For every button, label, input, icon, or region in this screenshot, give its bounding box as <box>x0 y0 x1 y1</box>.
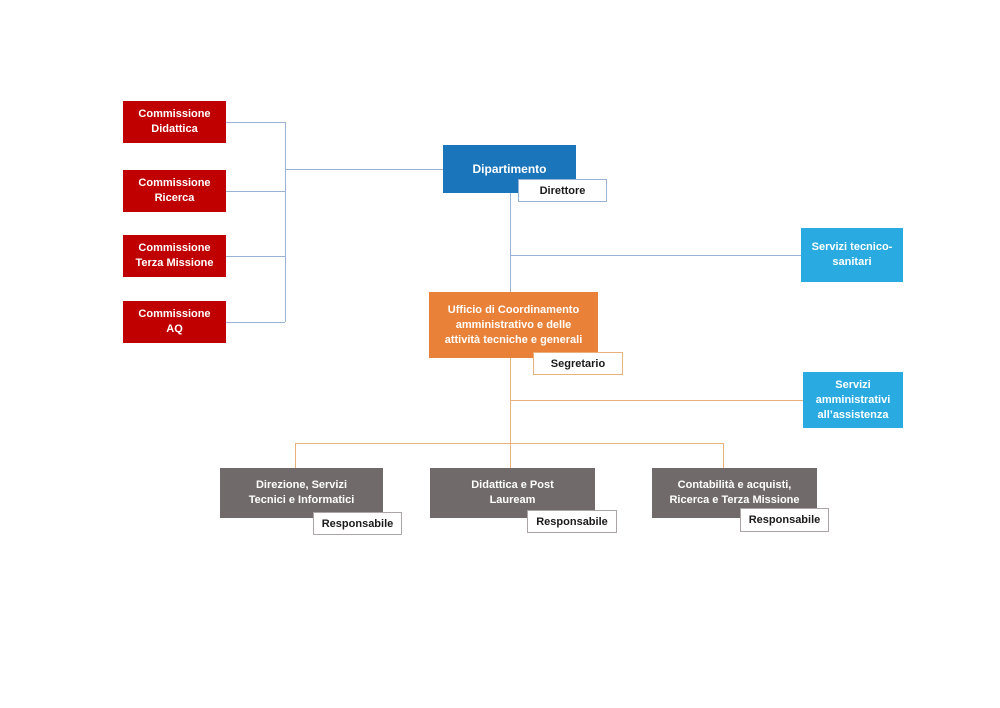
connector-unit-2-drop <box>510 443 511 468</box>
ufficio-coordinamento-box: Ufficio di Coordinamento amministrativo … <box>429 292 598 358</box>
connector-commission-3-stub <box>226 256 285 257</box>
node-label-line: Terza Missione <box>135 257 214 269</box>
node-label-line: Commissione <box>138 108 211 120</box>
connector-to-servizi-amministrativi <box>510 400 803 401</box>
segretario-label: Segretario <box>533 352 623 375</box>
role-label-text: Responsabile <box>748 514 821 526</box>
connector-commission-1-stub <box>226 122 285 123</box>
connector-commissions-spine <box>285 122 286 322</box>
responsabile-label-2: Responsabile <box>527 510 617 533</box>
role-label-text: Responsabile <box>536 515 608 528</box>
connector-commission-4-stub <box>226 322 285 323</box>
role-label-text: Segretario <box>550 357 606 370</box>
node-label-line: Contabilità e acquisti, <box>677 479 792 491</box>
node-label-line: Dipartimento <box>472 161 547 176</box>
node-label-line: sanitari <box>832 256 872 268</box>
node-label-line: Lauream <box>489 494 536 506</box>
node-label-line: amministrativi <box>815 393 891 406</box>
commission-ricerca-box: Commissione Ricerca <box>123 170 226 212</box>
connector-to-servizi-tecnico <box>510 255 801 256</box>
connector-commission-2-stub <box>226 191 285 192</box>
node-label-line: Commissione <box>138 308 211 320</box>
node-label-line: amministrativo e delle <box>455 318 572 331</box>
node-label-line: Direzione, Servizi <box>255 479 348 491</box>
unit-contabilita-ricerca-box: Contabilità e acquisti, Ricerca e Terza … <box>652 468 817 518</box>
connector-spine-to-department <box>285 169 443 170</box>
unit-didattica-post-lauream-box: Didattica e Post Lauream <box>430 468 595 518</box>
responsabile-label-3: Responsabile <box>740 508 829 532</box>
node-label-line: Ricerca e Terza Missione <box>669 494 800 506</box>
role-label-text: Direttore <box>539 184 586 197</box>
node-label-line: Commissione <box>138 242 211 254</box>
servizi-tecnico-sanitari-box: Servizi tecnico- sanitari <box>801 228 903 282</box>
node-label-line: Servizi <box>835 378 871 391</box>
unit-direzione-servizi-tecnici-box: Direzione, Servizi Tecnici e Informatici <box>220 468 383 518</box>
node-label-line: Tecnici e Informatici <box>248 494 355 506</box>
connector-unit-1-drop <box>295 443 296 468</box>
node-label-line: attività tecniche e generali <box>444 333 583 346</box>
commission-aq-box: Commissione AQ <box>123 301 226 343</box>
commission-didattica-box: Commissione Didattica <box>123 101 226 143</box>
connector-department-drop <box>510 193 511 292</box>
connector-unit-3-drop <box>723 443 724 468</box>
responsabile-label-1: Responsabile <box>313 512 402 535</box>
node-label-line: Servizi tecnico- <box>811 241 893 253</box>
servizi-amministrativi-box: Servizi amministrativi all’assistenza <box>803 372 903 428</box>
node-label-line: Ufficio di Coordinamento <box>447 303 580 316</box>
connector-units-branch <box>295 443 723 444</box>
node-label-line: Ricerca <box>154 192 195 204</box>
commission-terza-missione-box: Commissione Terza Missione <box>123 235 226 277</box>
role-label-text: Responsabile <box>321 517 394 530</box>
direttore-label: Direttore <box>518 179 607 202</box>
node-label-line: Didattica e Post <box>471 479 554 491</box>
node-label-line: AQ <box>166 323 183 335</box>
node-label-line: Didattica <box>151 123 198 135</box>
node-label-line: Commissione <box>138 177 211 189</box>
node-label-line: all’assistenza <box>817 408 889 421</box>
